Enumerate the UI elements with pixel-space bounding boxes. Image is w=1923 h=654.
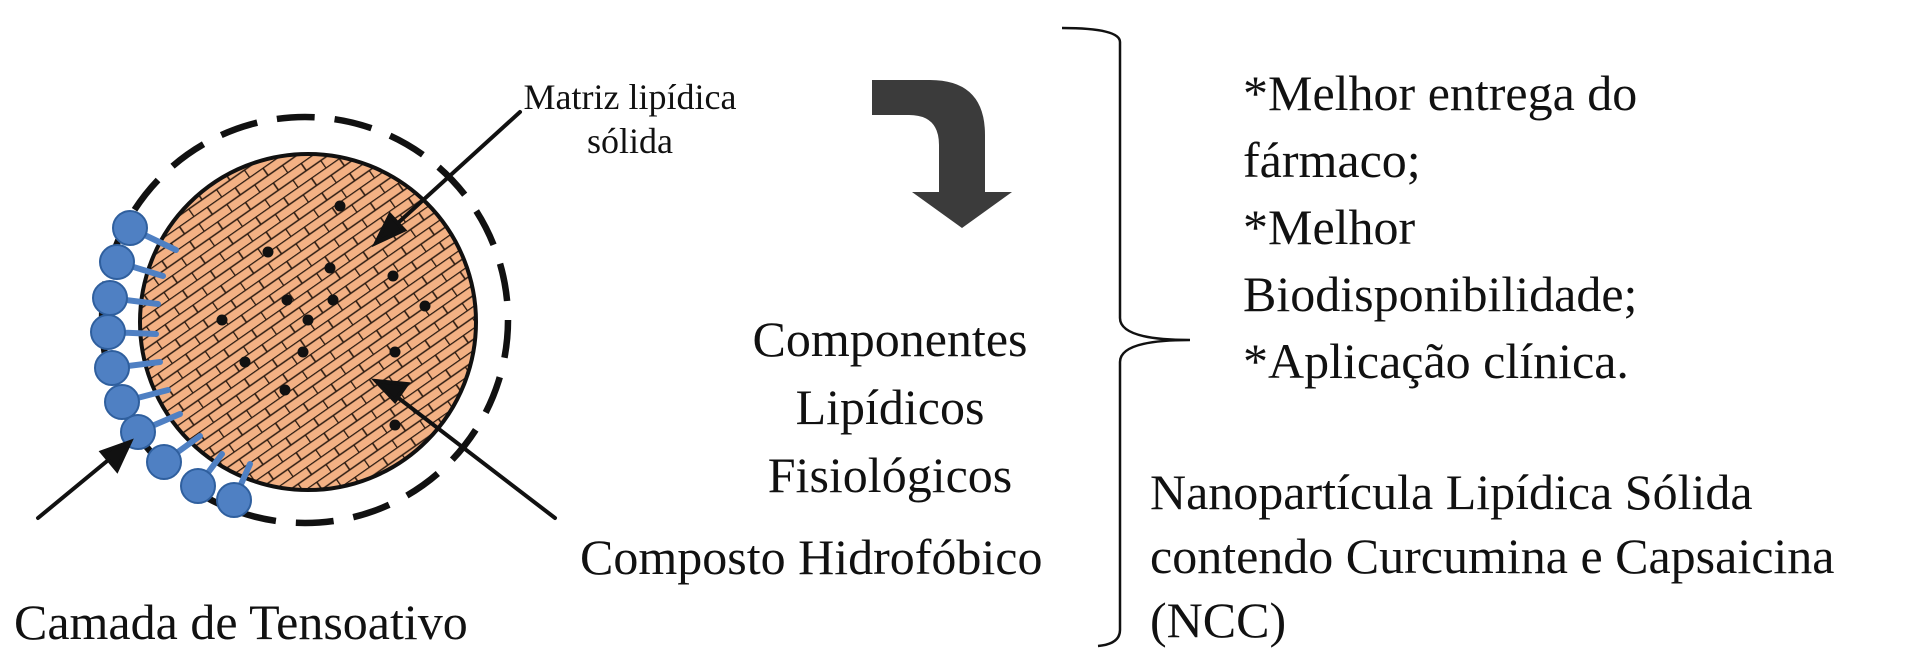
drug-dot (216, 314, 228, 326)
components-label-line1: Componentes (752, 311, 1028, 367)
matrix-label-line1: Matriz lipídica (523, 77, 737, 117)
ncc-line: Nanopartícula Lipídica Sólida (1150, 464, 1753, 520)
components-label: Componentes Lipídicos Fisiológicos (700, 305, 1080, 509)
drug-dot (327, 294, 339, 306)
surfactant-head (104, 384, 140, 420)
drug-dot (262, 246, 274, 258)
surfactant-head (216, 482, 252, 518)
drug-dot (302, 314, 314, 326)
drug-dot (387, 270, 399, 282)
drug-dot (389, 346, 401, 358)
curly-brace-icon (1061, 26, 1191, 648)
matrix-pointer-arrow (386, 110, 522, 234)
surfactant-layer (90, 210, 253, 518)
surfactant-head (180, 468, 216, 504)
matrix-label-line2: sólida (587, 121, 673, 161)
drug-dot (334, 200, 346, 212)
surfactant-head (90, 314, 126, 350)
components-label-line2: Lipídicos (795, 379, 985, 435)
drug-dot (389, 419, 401, 431)
drug-dot (281, 294, 293, 306)
surfactant-head (92, 280, 128, 316)
ncc-label: Nanopartícula Lipídica Sólida contendo C… (1150, 460, 1835, 652)
drug-dot (324, 262, 336, 274)
components-label-line3: Fisiológicos (767, 447, 1013, 503)
benefit-line: *Aplicação clínica. (1243, 333, 1629, 389)
surfactant-layer-label: Camada de Tensoativo (14, 594, 468, 650)
benefit-line: *Melhor (1243, 199, 1416, 255)
surfactant-pointer-arrow (36, 450, 120, 520)
curved-down-arrow-icon (872, 80, 1012, 228)
compound-pointer-arrowhead (370, 378, 411, 405)
outer-dashed-boundary (98, 113, 512, 527)
hydrophobic-compound-label: Composto Hidrofóbico (580, 529, 1043, 585)
drug-dot (279, 384, 291, 396)
surfactant-head (146, 444, 182, 480)
lipid-matrix-outline (138, 152, 478, 492)
surfactant-head (112, 210, 148, 246)
drug-dot (419, 300, 431, 312)
benefit-line: Biodisponibilidade; (1243, 266, 1638, 322)
compound-pointer-arrow (386, 388, 557, 520)
matrix-label: Matriz lipídica sólida (490, 75, 770, 163)
benefits-list: *Melhor entrega do fármaco; *Melhor Biod… (1243, 60, 1637, 395)
matrix-pointer-arrowhead (371, 211, 408, 248)
surfactant-head (94, 350, 130, 386)
benefit-line: *Melhor entrega do (1243, 65, 1638, 121)
hydrophobic-compound-dots (216, 200, 431, 431)
benefit-line: fármaco; (1243, 132, 1421, 188)
drug-dot (239, 356, 251, 368)
ncc-line: (NCC) (1150, 592, 1287, 648)
surfactant-pointer-arrowhead (98, 438, 134, 474)
surfactant-head (99, 244, 135, 280)
drug-dot (297, 346, 309, 358)
ncc-line: contendo Curcumina e Capsaicina (1150, 528, 1835, 584)
